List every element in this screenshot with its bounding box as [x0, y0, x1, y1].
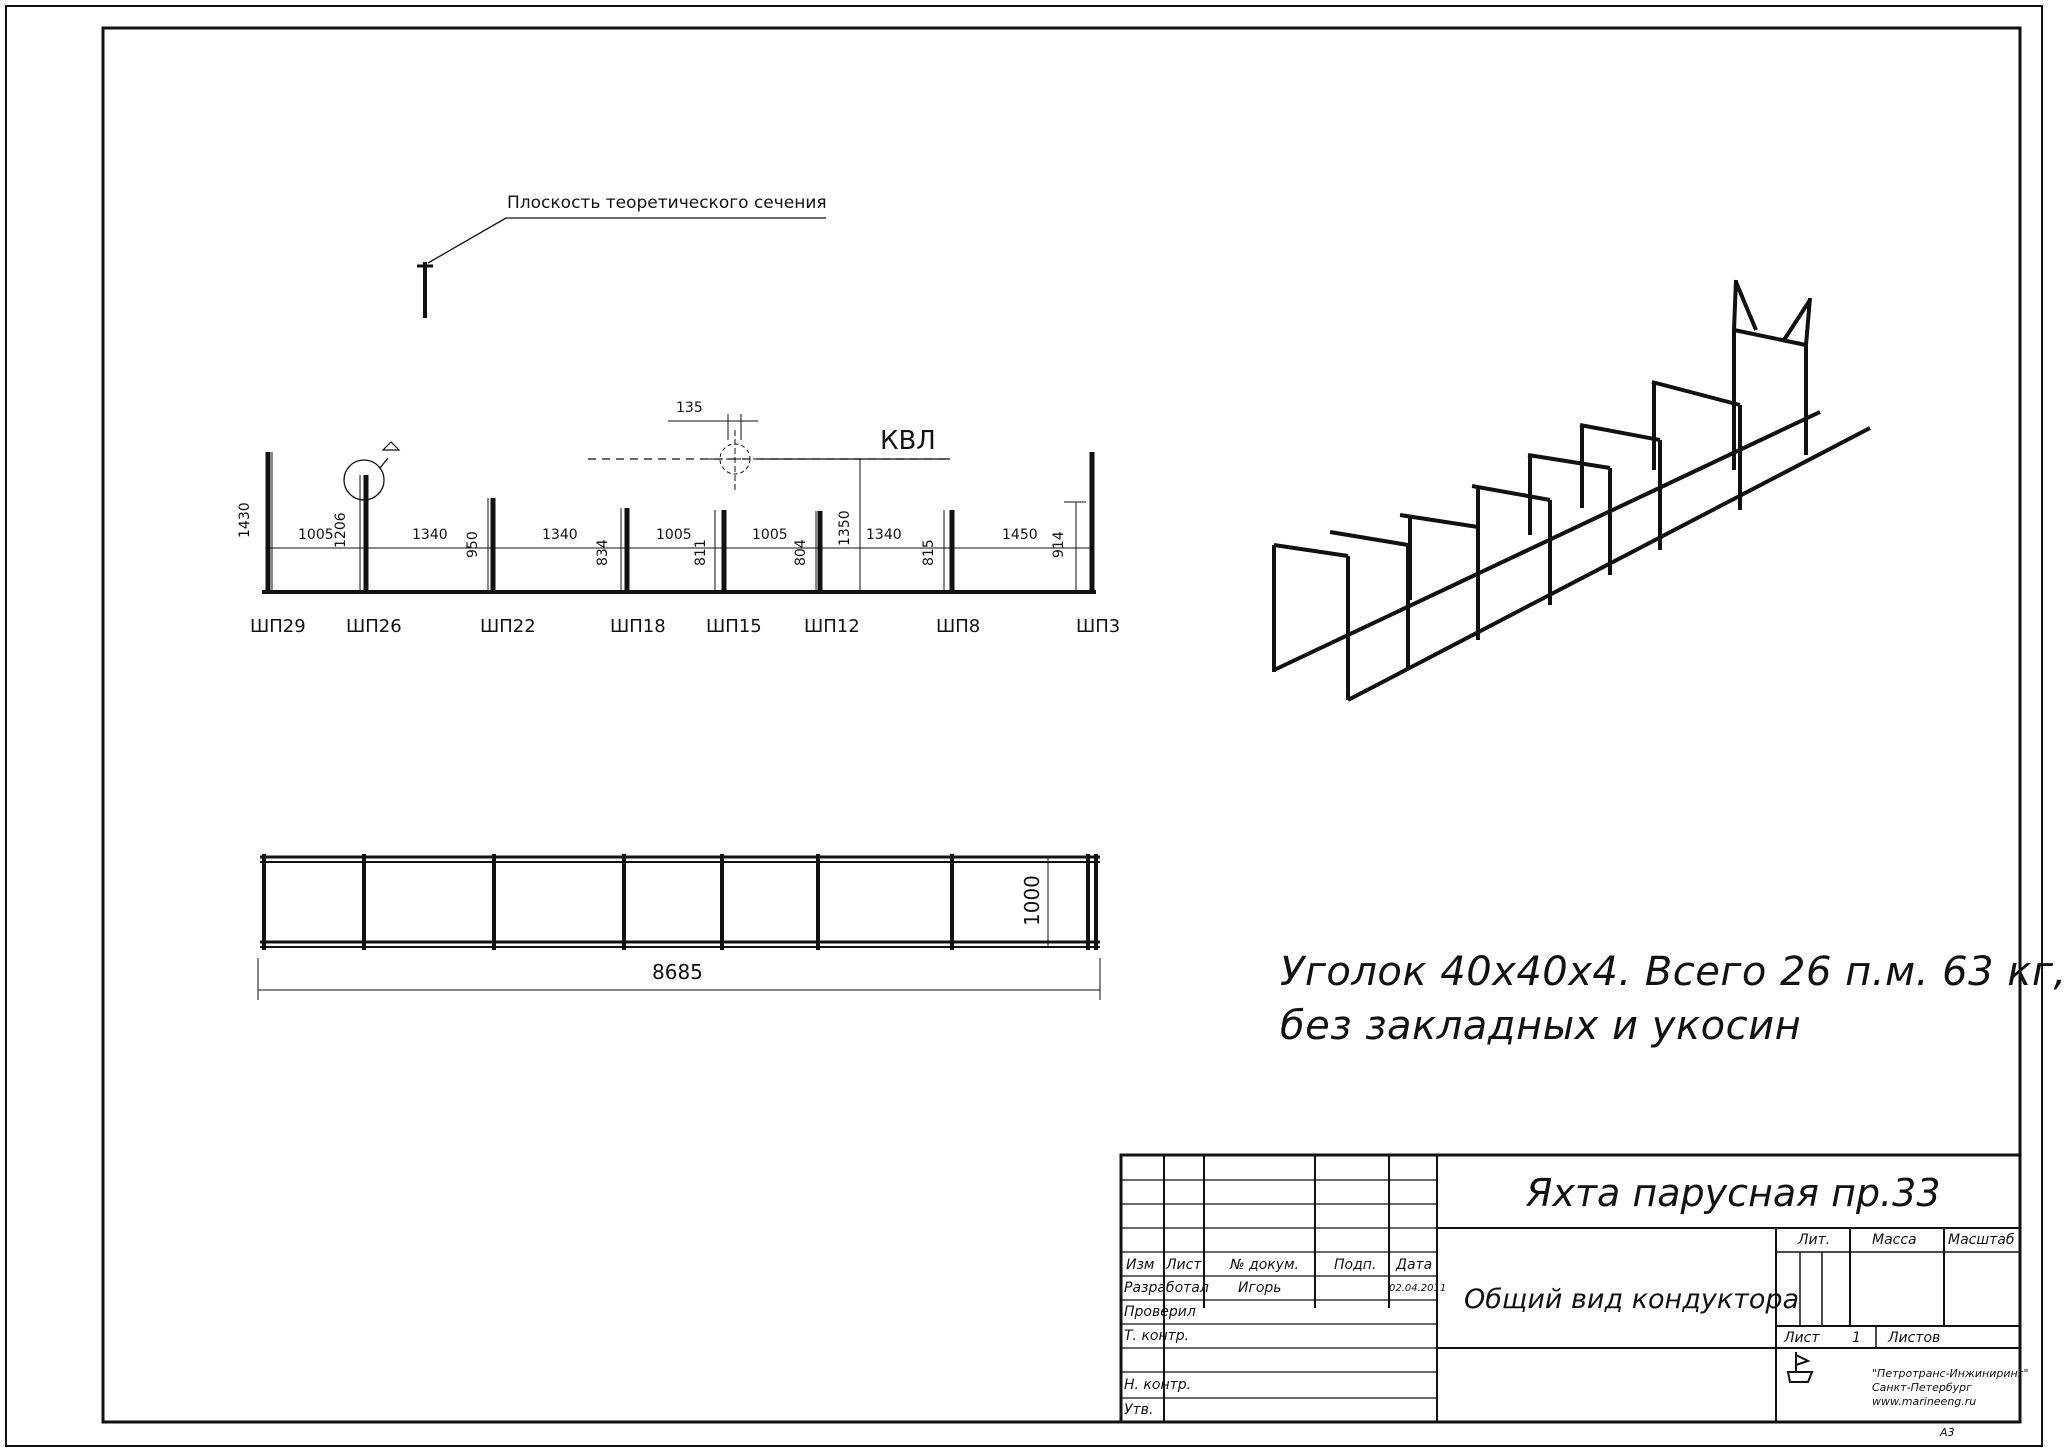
frame-label: ШП18: [610, 616, 666, 637]
company-city: Санкт-Петербург: [1872, 1381, 1972, 1394]
sheet-format: А3: [1940, 1426, 1955, 1439]
material-note-line1: Уголок 40х40х4. Всего 26 п.м. 63 кг,: [1280, 949, 2067, 995]
ship-logo-icon: [1786, 1352, 1814, 1383]
height-dim: 804: [793, 539, 809, 566]
outer-border: [5, 5, 2043, 1447]
sheets-label: Листов: [1888, 1330, 1941, 1346]
section-plane-label: Плоскость теоретического сечения: [507, 193, 827, 213]
row-checked: Проверил: [1124, 1304, 1196, 1320]
height-dim: 950: [465, 531, 481, 558]
inner-border: [101, 26, 2022, 1424]
spacing-dim: 1340: [542, 527, 578, 543]
height-dim: 914: [1051, 531, 1067, 558]
height-dim: 815: [921, 539, 937, 566]
frame-label: ШП12: [804, 616, 860, 637]
row-approved: Утв.: [1124, 1402, 1154, 1418]
frame-label: ШП8: [936, 616, 981, 637]
row-t-control: Т. контр.: [1124, 1328, 1190, 1344]
frame-label: ШП22: [480, 616, 536, 637]
plan-length-dim: 8685: [652, 960, 703, 984]
height-dim: 1430: [237, 502, 253, 538]
drawing-name: Общий вид кондуктора: [1464, 1284, 1800, 1315]
kvl-label: КВЛ: [880, 426, 936, 456]
sheet-number: 1: [1852, 1330, 1861, 1346]
project-title: Яхта парусная пр.33: [1526, 1171, 1941, 1215]
spacing-dim: 1340: [412, 527, 448, 543]
company-url: www.marineeng.ru: [1872, 1395, 1977, 1408]
spacing-dim: 1005: [298, 527, 334, 543]
spacing-dim: 1450: [1002, 527, 1038, 543]
scale-header: Масштаб: [1948, 1232, 2015, 1248]
spacing-dim: 1340: [866, 527, 902, 543]
row-developed: Разработал: [1124, 1280, 1209, 1296]
plan-view: [257, 854, 1101, 1000]
frame-label: ШП15: [706, 616, 762, 637]
col-header-date: Дата: [1396, 1257, 1433, 1273]
spacing-dim: 1005: [752, 527, 788, 543]
col-header-sign: Подп.: [1334, 1257, 1377, 1273]
kvl-height-dim: 1350: [837, 510, 853, 546]
company-name: "Петротранс-Инжиниринг": [1872, 1367, 2029, 1380]
frame-label: ШП3: [1076, 616, 1121, 637]
frame-label: ШП29: [250, 616, 306, 637]
developed-date: 02.04.2011: [1389, 1283, 1447, 1294]
sheet-label: Лист: [1784, 1330, 1820, 1346]
section-plane-symbol: [417, 217, 826, 318]
height-dim: 834: [595, 539, 611, 566]
col-header-doc: № докум.: [1230, 1257, 1300, 1273]
height-dim: 1206: [333, 512, 349, 548]
offset-dim: 135: [676, 400, 703, 416]
material-note-line2: без закладных и укосин: [1280, 1003, 1802, 1049]
developer-name: Игорь: [1238, 1280, 1282, 1296]
spacing-dim: 1005: [656, 527, 692, 543]
title-block: [1119, 1153, 2022, 1424]
mass-header: Масса: [1872, 1232, 1917, 1248]
col-header-izm: Изм: [1126, 1257, 1155, 1273]
lit-header: Лит.: [1798, 1232, 1831, 1248]
frame-label: ШП26: [346, 616, 402, 637]
height-dim: 811: [693, 539, 709, 566]
plan-width-dim: 1000: [1020, 875, 1044, 926]
isometric-view: [1272, 279, 1871, 702]
row-n-control: Н. контр.: [1124, 1377, 1192, 1393]
col-header-list: Лист: [1166, 1257, 1202, 1273]
side-view: [262, 414, 1096, 594]
